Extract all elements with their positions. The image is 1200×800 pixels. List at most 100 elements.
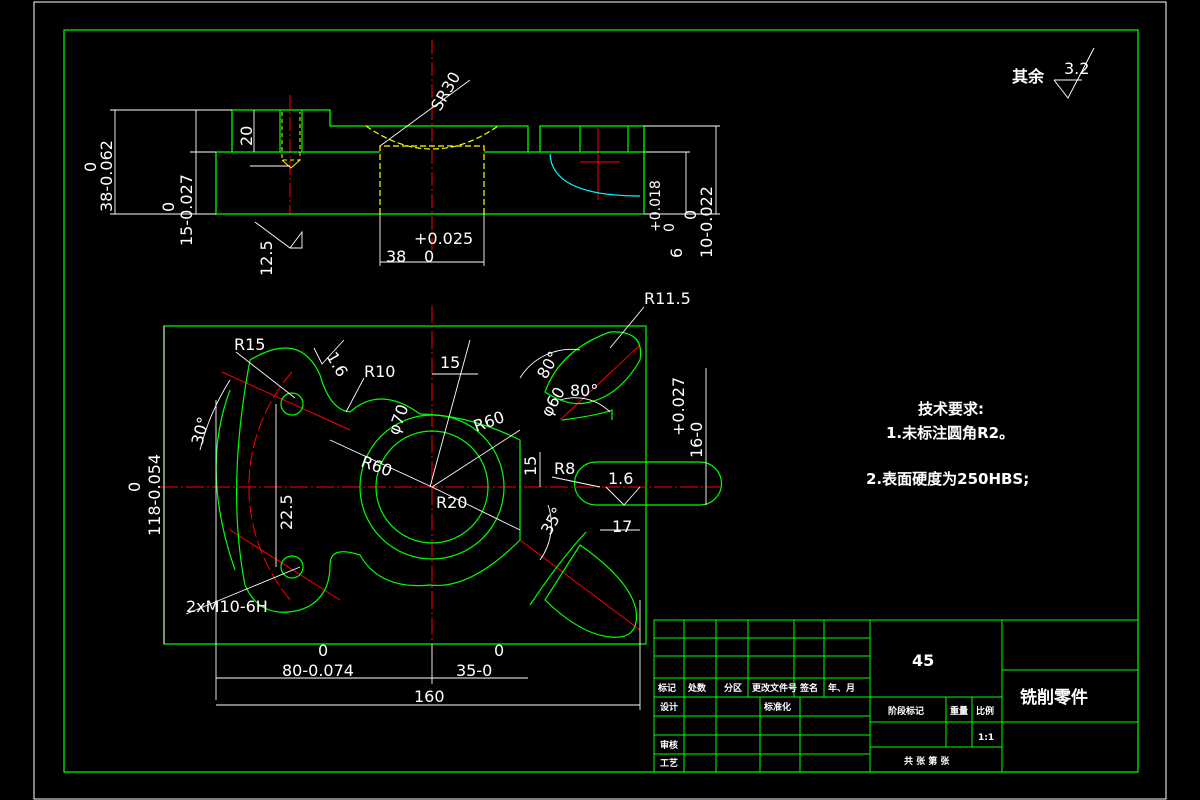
front-centerline-hole-a: [221, 371, 351, 431]
front-tapped-hole-b: [280, 555, 304, 579]
front-centerline-hole-b: [229, 529, 341, 601]
dim-thread-note: 2xM10-6H: [186, 597, 268, 616]
front-bolt-circle: [248, 371, 293, 603]
dim-bore-upper: +0.025: [414, 229, 473, 248]
tb-header-count: 处数: [687, 682, 707, 694]
angle-arc-80-a: [519, 348, 581, 379]
dim-r10: R10: [364, 362, 395, 381]
title-block-material: 45: [912, 651, 934, 670]
roughness-symbol-12-5: [254, 221, 303, 249]
tb-row-design: 设计: [660, 701, 678, 713]
front-view: [160, 305, 723, 710]
dim-15-main: 15-0.027: [177, 174, 196, 246]
dim-15-height: 15: [521, 456, 540, 476]
front-upper-lobe-edge: [561, 409, 613, 421]
front-boss-inner: [375, 430, 489, 544]
front-cam-profile: [236, 347, 521, 613]
roughness-note-value: 3.2: [1064, 59, 1089, 78]
dim-160: 160: [414, 687, 445, 706]
top-cyan-curve: [549, 153, 641, 197]
dim-10-main: 10-0.022: [697, 186, 716, 258]
tb-weight: 重量: [950, 705, 968, 717]
leader-r8: [551, 476, 601, 488]
leader-r20: [431, 486, 521, 531]
title-block: [653, 619, 1139, 773]
dim-22-5: 22.5: [277, 494, 296, 530]
roughness-symbol-1-6-a: [313, 339, 345, 365]
roughness-general-symbol: [1053, 47, 1095, 99]
dim-38-main: 38-0.062: [97, 140, 116, 212]
dim-20: 20: [237, 126, 256, 146]
roughness-note-prefix: 其余: [1012, 67, 1045, 86]
dim-r8: R8: [554, 459, 575, 478]
dim-80-main: 80-0.074: [282, 661, 354, 680]
dim-r11-5: R11.5: [644, 289, 691, 308]
tech-req-title: 技术要求:: [918, 400, 984, 418]
sheet-edge: [33, 1, 1167, 800]
leader-sr30: [379, 79, 471, 147]
tb-header-zone: 分区: [724, 682, 742, 694]
angle-arc-35: [539, 504, 552, 561]
dim-16-upper: +0.027: [669, 377, 688, 436]
dim-35-main: 35-0: [456, 661, 492, 680]
dim-17: 17: [612, 517, 632, 536]
leader-r10: [345, 377, 365, 413]
front-lower-pocket: [544, 544, 638, 638]
dim-roughness-1-6-a: 1.6: [323, 349, 352, 381]
dim-16-main: 16-0: [687, 422, 706, 458]
top-thread-hidden: [281, 112, 301, 161]
front-centerline-lobe: [559, 344, 641, 421]
dim-bore-lower: 0: [424, 247, 434, 266]
tech-req-item-2: 2.表面硬度为250HBS;: [866, 470, 1029, 488]
tech-req-item-1: 1.未标注圆角R2。: [886, 424, 1014, 442]
tb-header-mark: 标记: [657, 682, 676, 694]
tb-row-review: 审核: [660, 739, 678, 751]
title-block-part-name: 铣削零件: [1020, 687, 1088, 708]
front-left-arc: [215, 389, 236, 571]
roughness-symbol-1-6-b: [605, 486, 641, 506]
front-slot: [573, 461, 723, 506]
dim-angle-80-b: 80°: [570, 381, 598, 400]
leader-r60-line: [431, 429, 521, 488]
dim-sr30: SR30: [427, 68, 464, 114]
dim-38-upper: 0: [81, 162, 100, 172]
dim-slot-upper: +0.018: [648, 180, 664, 232]
top-outline-top: [216, 109, 645, 214]
top-drill-point: [281, 159, 301, 169]
dim-118-upper: 0: [125, 482, 144, 492]
tb-sheet-info: 共 张 第 张: [904, 755, 950, 767]
dim-r60-left: R60: [359, 452, 395, 481]
leader-r11-5: [609, 306, 645, 349]
dim-15-upper: 0: [159, 202, 178, 212]
dim-phi-70: φ70: [384, 402, 412, 438]
drawing-frame: [63, 29, 1139, 773]
dim-angle-35: 35°: [537, 504, 568, 538]
tb-header-date: 年、月: [828, 682, 855, 694]
tb-row-process: 工艺: [660, 757, 678, 769]
dim-roughness-12-5: 12.5: [257, 240, 276, 276]
tb-row-standard: 标准化: [763, 701, 791, 713]
dim-35-upper: 0: [494, 641, 504, 660]
dim-10-upper: 0: [681, 210, 700, 220]
leader-r60-upper: [429, 339, 471, 488]
dim-15-width: 15: [440, 353, 460, 372]
tb-header-sign: 签名: [799, 682, 818, 694]
dim-roughness-1-6-b: 1.6: [608, 469, 633, 488]
leader-thread: [185, 566, 301, 615]
top-outline-bottom: [215, 152, 644, 215]
dim-80-upper: 0: [318, 641, 328, 660]
top-view: [110, 40, 720, 266]
front-centerline-pocket: [519, 539, 641, 631]
tb-stage-mark: 阶段标记: [888, 705, 924, 717]
front-tapped-hole-a: [280, 392, 304, 416]
dim-r20: R20: [436, 493, 467, 512]
dim-angle-80-a: 80°: [533, 348, 564, 382]
angle-arc-30: [199, 379, 231, 451]
front-lower-arc: [529, 531, 587, 606]
leader-r60-left: [329, 439, 433, 488]
top-bore-hidden: [379, 145, 485, 214]
tb-scale-value: 1:1: [978, 733, 994, 743]
dim-angle-30: 30°: [188, 415, 214, 447]
dim-slot-main: 6: [667, 248, 686, 258]
